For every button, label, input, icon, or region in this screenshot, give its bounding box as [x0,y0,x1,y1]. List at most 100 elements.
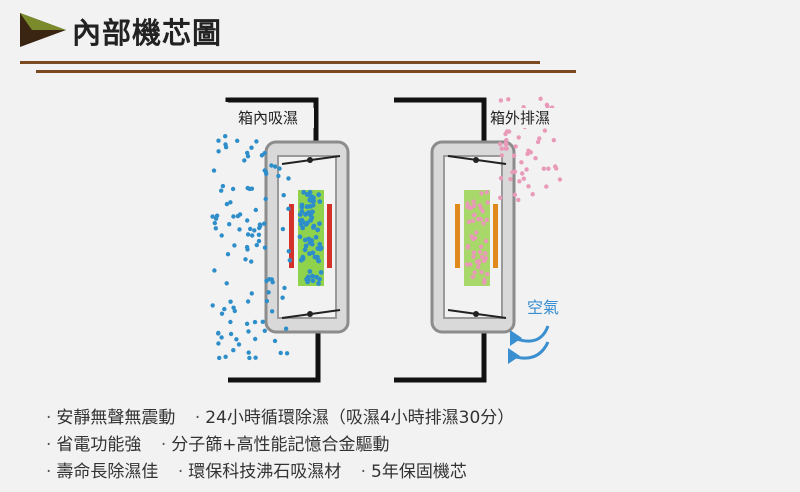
moisture-dot [317,241,323,247]
moisture-dot [219,188,224,193]
moisture-dot [223,134,228,139]
moisture-dot [314,274,319,280]
bullet-icon: · [177,462,184,482]
moisture-dot [252,228,257,233]
moisture-dot [282,285,287,291]
moisture-dot [309,238,314,243]
moisture-dot [259,153,265,158]
left-heater-b [327,204,332,268]
moisture-dot [524,167,529,172]
left-sieve-dots [297,189,324,286]
moisture-dot [212,268,217,273]
moisture-dot [503,146,508,151]
moisture-dot [504,137,509,143]
moisture-dot [471,199,476,204]
moisture-dot [317,199,323,204]
moisture-dot [237,227,242,232]
moisture-dot [557,177,563,182]
moisture-dot [316,258,322,264]
bullet-icon: · [160,435,167,455]
moisture-dot [283,326,289,331]
left-label-bg [236,108,314,128]
play-arrow-icon [20,13,66,47]
feature-line: ·省電功能強 ·分子篩+高性能記憶合金驅動 [46,432,528,459]
moisture-dot [479,191,484,196]
moisture-dot [216,149,221,154]
moisture-dot [498,176,504,181]
left-heater-a [289,204,294,268]
moisture-dot [220,183,226,189]
right-pivot-bottom [473,311,479,317]
moisture-dot [244,321,250,326]
moisture-dot [303,243,309,249]
moisture-dot [245,232,251,237]
moisture-dot [248,226,253,232]
moisture-dot [262,328,267,333]
moisture-dot [269,163,274,168]
moisture-dot [228,299,233,304]
moisture-dot [311,195,316,201]
moisture-dot [470,218,476,224]
moisture-dot [300,254,306,260]
feature-item: ·省電功能強 [46,435,142,455]
moisture-dot [264,298,270,304]
moisture-dot [273,164,278,169]
moisture-dot [517,179,522,184]
moisture-dot [541,166,546,171]
moisture-dot [472,270,477,275]
moisture-dot [256,232,262,237]
moisture-dot [278,350,283,356]
header: 內部機芯圖 [0,0,800,80]
moisture-dot [301,189,307,195]
moisture-dot [262,245,268,250]
moisture-dot [228,200,233,205]
moisture-dot [254,242,259,248]
moisture-dot [485,200,490,205]
feature-item: ·24小時循環除濕（吸濕4小時排濕30分） [194,408,515,428]
moisture-dot [212,220,217,226]
moisture-dot [471,254,476,259]
moisture-dot [262,221,267,226]
moisture-dot [317,221,322,227]
moisture-dot [465,201,470,206]
moisture-dot [472,235,478,241]
moisture-dot [242,158,247,163]
moisture-dot [498,98,504,103]
feature-item: ·分子篩+高性能記憶合金驅動 [160,435,390,455]
moisture-dot [253,355,258,360]
moisture-dot [262,168,267,173]
moisture-dot [516,197,521,203]
moisture-dot [224,281,229,286]
moisture-dot [307,269,313,274]
air-flow-arrowhead-icon [510,330,522,346]
moisture-dot [300,219,306,225]
moisture-dot [246,329,251,334]
moisture-dot [280,295,285,300]
moisture-dot [216,138,221,143]
moisture-dot [286,206,291,211]
moisture-dot [499,153,504,158]
moisture-dot [513,144,518,149]
moisture-dot [521,176,526,181]
moisture-dot [228,331,234,337]
bullet-icon: · [46,408,52,428]
moisture-dot [223,142,228,147]
bullet-icon: · [46,462,52,482]
moisture-dot [476,264,481,270]
moisture-dot [277,166,282,171]
moisture-dot [533,156,538,161]
moisture-dot [512,169,518,174]
moisture-dot [310,278,316,284]
moisture-dot [544,184,549,189]
moisture-dot [280,226,286,232]
moisture-dot [236,342,242,347]
moisture-dot [234,337,239,342]
moisture-dot [213,226,218,231]
bullet-icon: · [194,408,201,428]
moisture-dot [286,249,291,254]
moisture-dot [247,186,252,192]
moisture-dot [307,251,312,257]
right-pivot-top [473,157,479,163]
moisture-dot [302,247,308,253]
moisture-dot [318,270,324,275]
